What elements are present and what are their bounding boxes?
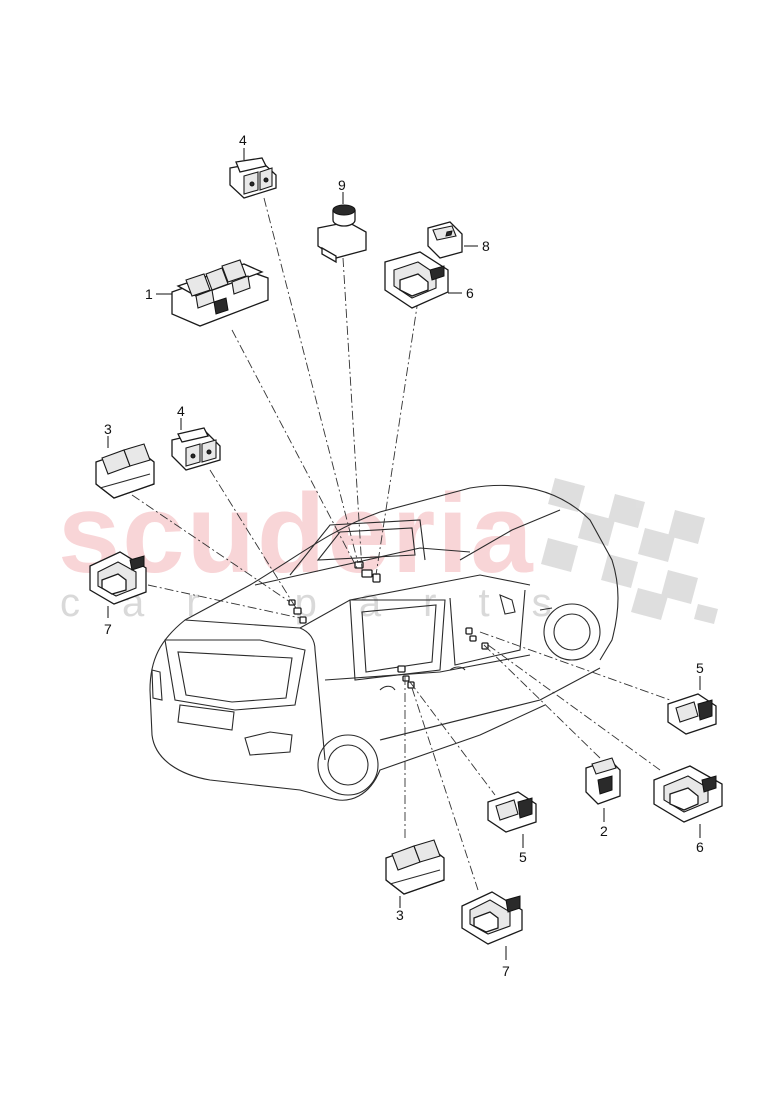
mount-roof-b: [361, 569, 373, 578]
part-5-bottom-switch: [487, 791, 537, 833]
mount-roof-c: [372, 573, 381, 583]
part-1-window-switch-panel: [171, 259, 269, 327]
callout-6-top: 6: [466, 285, 474, 301]
part-4-top-switch: [229, 157, 277, 199]
mount-rear-c: [299, 616, 307, 624]
callout-7-left: 7: [104, 621, 112, 637]
part-7-bottom-switch: [461, 891, 523, 945]
part-4-left-switch: [171, 427, 221, 471]
watermark: scuderia car parts: [58, 471, 718, 625]
part-3-bottom-switch: [385, 839, 445, 895]
callout-5-bottom: 5: [519, 849, 527, 865]
leader-lines: [131, 197, 671, 891]
mount-door-b: [402, 675, 410, 682]
mount-door-c: [407, 681, 415, 689]
callout-8: 8: [482, 238, 490, 254]
callout-4-top: 4: [239, 132, 247, 148]
part-9-rotary-switch: [317, 204, 367, 264]
part-2-switch: [585, 757, 621, 805]
callout-4-left: 4: [177, 403, 185, 419]
callout-5-right: 5: [696, 660, 704, 676]
mount-rear-b: [293, 607, 302, 615]
callout-1: 1: [145, 286, 153, 302]
part-7-left-switch: [89, 551, 147, 605]
part-6-top-switch: [384, 251, 449, 309]
callout-7-bottom: 7: [502, 963, 510, 979]
callout-9: 9: [338, 177, 346, 193]
mount-front-b: [469, 635, 477, 642]
callout-labels: 4 9 8 1 6 3 4 7 5 2 5 6 3 7: [104, 132, 704, 979]
callout-3-left: 3: [104, 421, 112, 437]
mount-front-a: [465, 627, 473, 635]
mount-roof-a: [354, 561, 364, 569]
mounting-points: [288, 561, 489, 689]
callout-3-bottom: 3: [396, 907, 404, 923]
callout-ticks: [107, 148, 701, 960]
part-3-left-switch: [95, 443, 155, 499]
mount-door-a: [397, 665, 406, 673]
vehicle-outline: [149, 484, 619, 801]
part-8-switch: [427, 221, 463, 259]
part-6-right-switch: [653, 765, 723, 823]
callout-2: 2: [600, 823, 608, 839]
callout-6-right: 6: [696, 839, 704, 855]
part-5-right-switch: [667, 693, 717, 735]
checkered-flag-logo: [541, 478, 718, 624]
